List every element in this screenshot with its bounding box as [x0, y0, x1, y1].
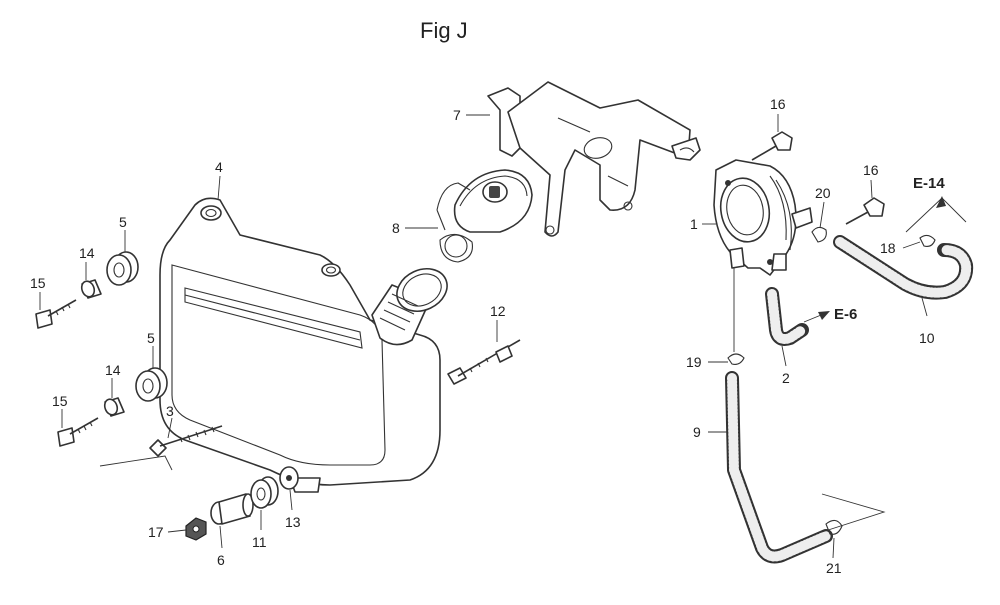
bolt-16-hose[interactable]: [845, 197, 885, 225]
callout-15-upper: 15: [30, 275, 46, 291]
callout-16-lower: 16: [863, 162, 879, 178]
callout-10: 10: [919, 330, 935, 346]
callout-8: 8: [392, 220, 400, 236]
fuel-pump-1[interactable]: [713, 159, 813, 276]
bracket-7[interactable]: [487, 81, 701, 237]
bolt-15-lower[interactable]: [57, 417, 99, 447]
callout-12: 12: [490, 303, 506, 319]
callout-21: 21: [826, 560, 842, 576]
stud-bolt-12[interactable]: [447, 339, 521, 385]
callout-5-lower: 5: [147, 330, 155, 346]
callout-17: 17: [148, 524, 164, 540]
collar-14-lower[interactable]: [103, 397, 125, 417]
callout-11: 11: [252, 534, 267, 550]
hose-2[interactable]: [765, 287, 809, 346]
clip-19[interactable]: [727, 353, 745, 365]
callout-numbers: 1 2 3 4 5 5 6 7 8 9 10 11 12 13 14 14 15…: [30, 96, 935, 576]
callout-4: 4: [215, 159, 223, 175]
grommet-11[interactable]: [250, 476, 279, 509]
callout-16-upper: 16: [770, 96, 786, 112]
callout-14-upper: 14: [79, 245, 95, 261]
callout-13: 13: [285, 514, 301, 530]
callout-14-lower: 14: [105, 362, 121, 378]
leader-lines: [39, 114, 928, 559]
callout-19: 19: [686, 354, 702, 370]
callout-5-upper: 5: [119, 214, 127, 230]
collar-14-upper[interactable]: [80, 279, 102, 299]
ref-arrow-e6[interactable]: E-6: [803, 306, 857, 323]
callout-6: 6: [217, 552, 225, 568]
ref-arrow-e14[interactable]: E-14: [905, 175, 967, 233]
callout-2: 2: [782, 370, 790, 386]
washer-13[interactable]: [279, 466, 299, 490]
clip-18[interactable]: [919, 234, 936, 247]
callout-3: 3: [166, 403, 174, 419]
bolt-3[interactable]: [149, 425, 223, 457]
clip-20[interactable]: [811, 226, 827, 243]
reference-label-e6: E-6: [834, 306, 857, 323]
fuel-tank[interactable]: [159, 197, 454, 493]
nut-17[interactable]: [185, 517, 207, 541]
hose-10[interactable]: [833, 235, 974, 300]
bolt-6[interactable]: [210, 493, 254, 525]
grommet-5-upper[interactable]: [106, 251, 139, 286]
callout-9: 9: [693, 424, 701, 440]
callout-18: 18: [880, 240, 896, 256]
bolt-16-pump[interactable]: [751, 131, 793, 161]
callout-7: 7: [453, 107, 461, 123]
callout-20: 20: [815, 185, 831, 201]
grommet-5-lower[interactable]: [135, 367, 168, 402]
reference-label-e14: E-14: [913, 175, 945, 192]
callout-1: 1: [690, 216, 698, 232]
fuel-cap-8[interactable]: [436, 169, 533, 263]
hose-9[interactable]: [725, 371, 833, 564]
callout-15-lower: 15: [52, 393, 68, 409]
bolt-15-upper[interactable]: [35, 299, 77, 329]
figure-title: Fig J: [420, 18, 468, 43]
